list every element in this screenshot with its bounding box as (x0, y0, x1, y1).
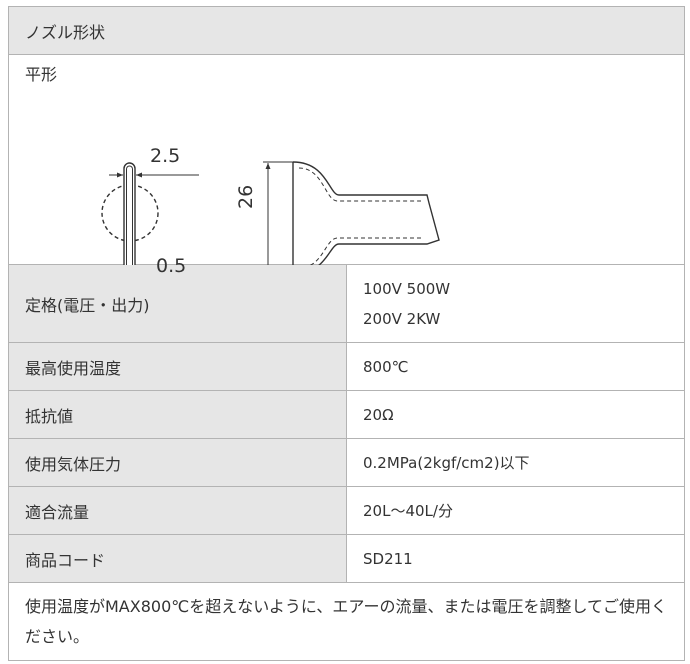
table-row: 適合流量 20L～40L/分 (8, 486, 685, 535)
front-view (101, 162, 199, 265)
table-row: 抵抗値 20Ω (8, 390, 685, 439)
table-row: 最高使用温度 800℃ (8, 342, 685, 391)
usage-note: 使用温度がMAX800℃を超えないように、エアーの流量、または電圧を調整してご使… (8, 582, 685, 661)
nozzle-shape-cell: 平形 (8, 54, 685, 277)
row-label: 使用気体圧力 (8, 438, 347, 487)
row-label: 適合流量 (8, 486, 347, 535)
section-title: ノズル形状 (25, 22, 106, 42)
row-label: 抵抗値 (8, 390, 347, 439)
side-view (263, 161, 440, 265)
row-value: 0.2MPa(2kgf/cm2)以下 (346, 438, 685, 487)
row-value: 20L～40L/分 (346, 486, 685, 535)
table-row: 商品コード SD211 (8, 534, 685, 583)
row-label: 最高使用温度 (8, 342, 347, 391)
row-value: 800℃ (346, 342, 685, 391)
dim-gap: 0.5 (156, 255, 187, 277)
table-row: 使用気体圧力 0.2MPa(2kgf/cm2)以下 (8, 438, 685, 487)
dim-height: 26 (235, 184, 257, 209)
row-value: 100V 500W 200V 2KW (346, 264, 685, 343)
shape-label: 平形 (25, 65, 58, 84)
dim-thickness: 2.5 (150, 145, 181, 167)
table-row: 定格(電圧・出力) 100V 500W 200V 2KW (8, 264, 685, 343)
spec-table: ノズル形状 平形 (8, 6, 685, 661)
value-line: 200V 2KW (363, 309, 441, 328)
row-label: 商品コード (8, 534, 347, 583)
nozzle-diagram (101, 161, 440, 265)
section-header: ノズル形状 (8, 6, 685, 55)
row-value: 20Ω (346, 390, 685, 439)
value-line: 100V 500W (363, 279, 451, 298)
row-value: SD211 (346, 534, 685, 583)
